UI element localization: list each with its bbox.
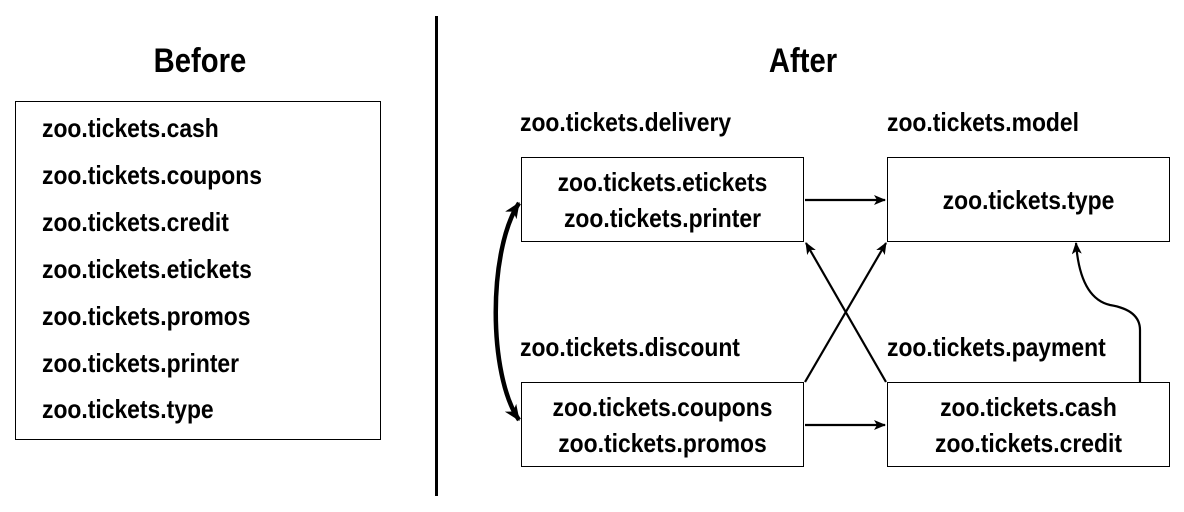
module-box-payment xyxy=(887,382,1170,467)
before-item-coupons: zoo.tickets.coupons xyxy=(42,160,262,190)
arrow-payment-to-delivery xyxy=(805,242,887,383)
delivery-package-etickets: zoo.tickets.etickets xyxy=(557,167,768,197)
module-name-discount: zoo.tickets.discount xyxy=(520,332,740,362)
delivery-package-printer: zoo.tickets.printer xyxy=(563,203,762,233)
before-item-etickets: zoo.tickets.etickets xyxy=(42,254,252,284)
module-box-delivery xyxy=(521,157,804,242)
before-item-promos: zoo.tickets.promos xyxy=(42,301,251,331)
payment-package-cash: zoo.tickets.cash xyxy=(940,392,1117,422)
before-item-cash: zoo.tickets.cash xyxy=(42,113,219,143)
module-box-discount xyxy=(521,382,804,467)
before-package-list xyxy=(15,101,381,440)
before-after-divider xyxy=(435,16,438,496)
module-name-model: zoo.tickets.model xyxy=(887,107,1079,137)
discount-package-coupons: zoo.tickets.coupons xyxy=(552,392,773,422)
before-item-printer: zoo.tickets.printer xyxy=(42,348,240,378)
after-heading: After xyxy=(768,42,838,80)
before-item-type: zoo.tickets.type xyxy=(42,394,214,424)
module-box-model xyxy=(887,157,1170,242)
arrow-payment-to-model xyxy=(1071,242,1142,382)
module-name-delivery: zoo.tickets.delivery xyxy=(520,107,732,137)
before-item-credit: zoo.tickets.credit xyxy=(42,207,229,237)
payment-package-credit: zoo.tickets.credit xyxy=(935,428,1122,458)
model-package-type: zoo.tickets.type xyxy=(942,185,1115,215)
discount-package-promos: zoo.tickets.promos xyxy=(558,428,767,458)
arrow-delivery-discount-bidirectional xyxy=(493,201,521,422)
module-name-payment: zoo.tickets.payment xyxy=(887,332,1106,362)
before-heading: Before xyxy=(153,42,247,80)
